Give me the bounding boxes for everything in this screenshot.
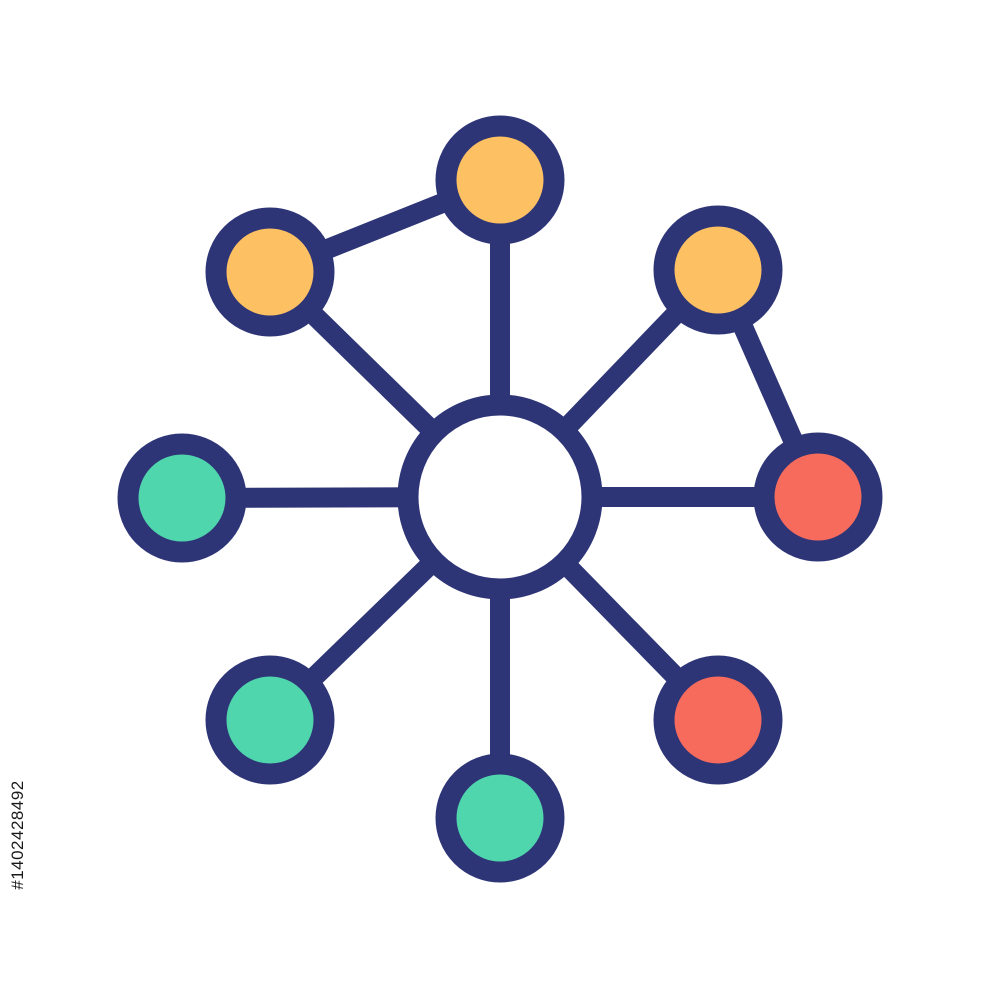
node-top-right xyxy=(653,205,783,335)
hub-node xyxy=(397,394,603,600)
nodes-group xyxy=(117,115,883,883)
node-right xyxy=(753,432,883,562)
node-bottom-right xyxy=(653,655,783,785)
stock-id-label-box: #1402428492 xyxy=(4,755,32,915)
node-bottom xyxy=(435,753,565,883)
node-bottom-left xyxy=(205,655,335,785)
node-left xyxy=(117,433,247,563)
node-top xyxy=(435,115,565,245)
node-top-left xyxy=(205,207,335,337)
stock-id-label: #1402428492 xyxy=(8,780,28,890)
